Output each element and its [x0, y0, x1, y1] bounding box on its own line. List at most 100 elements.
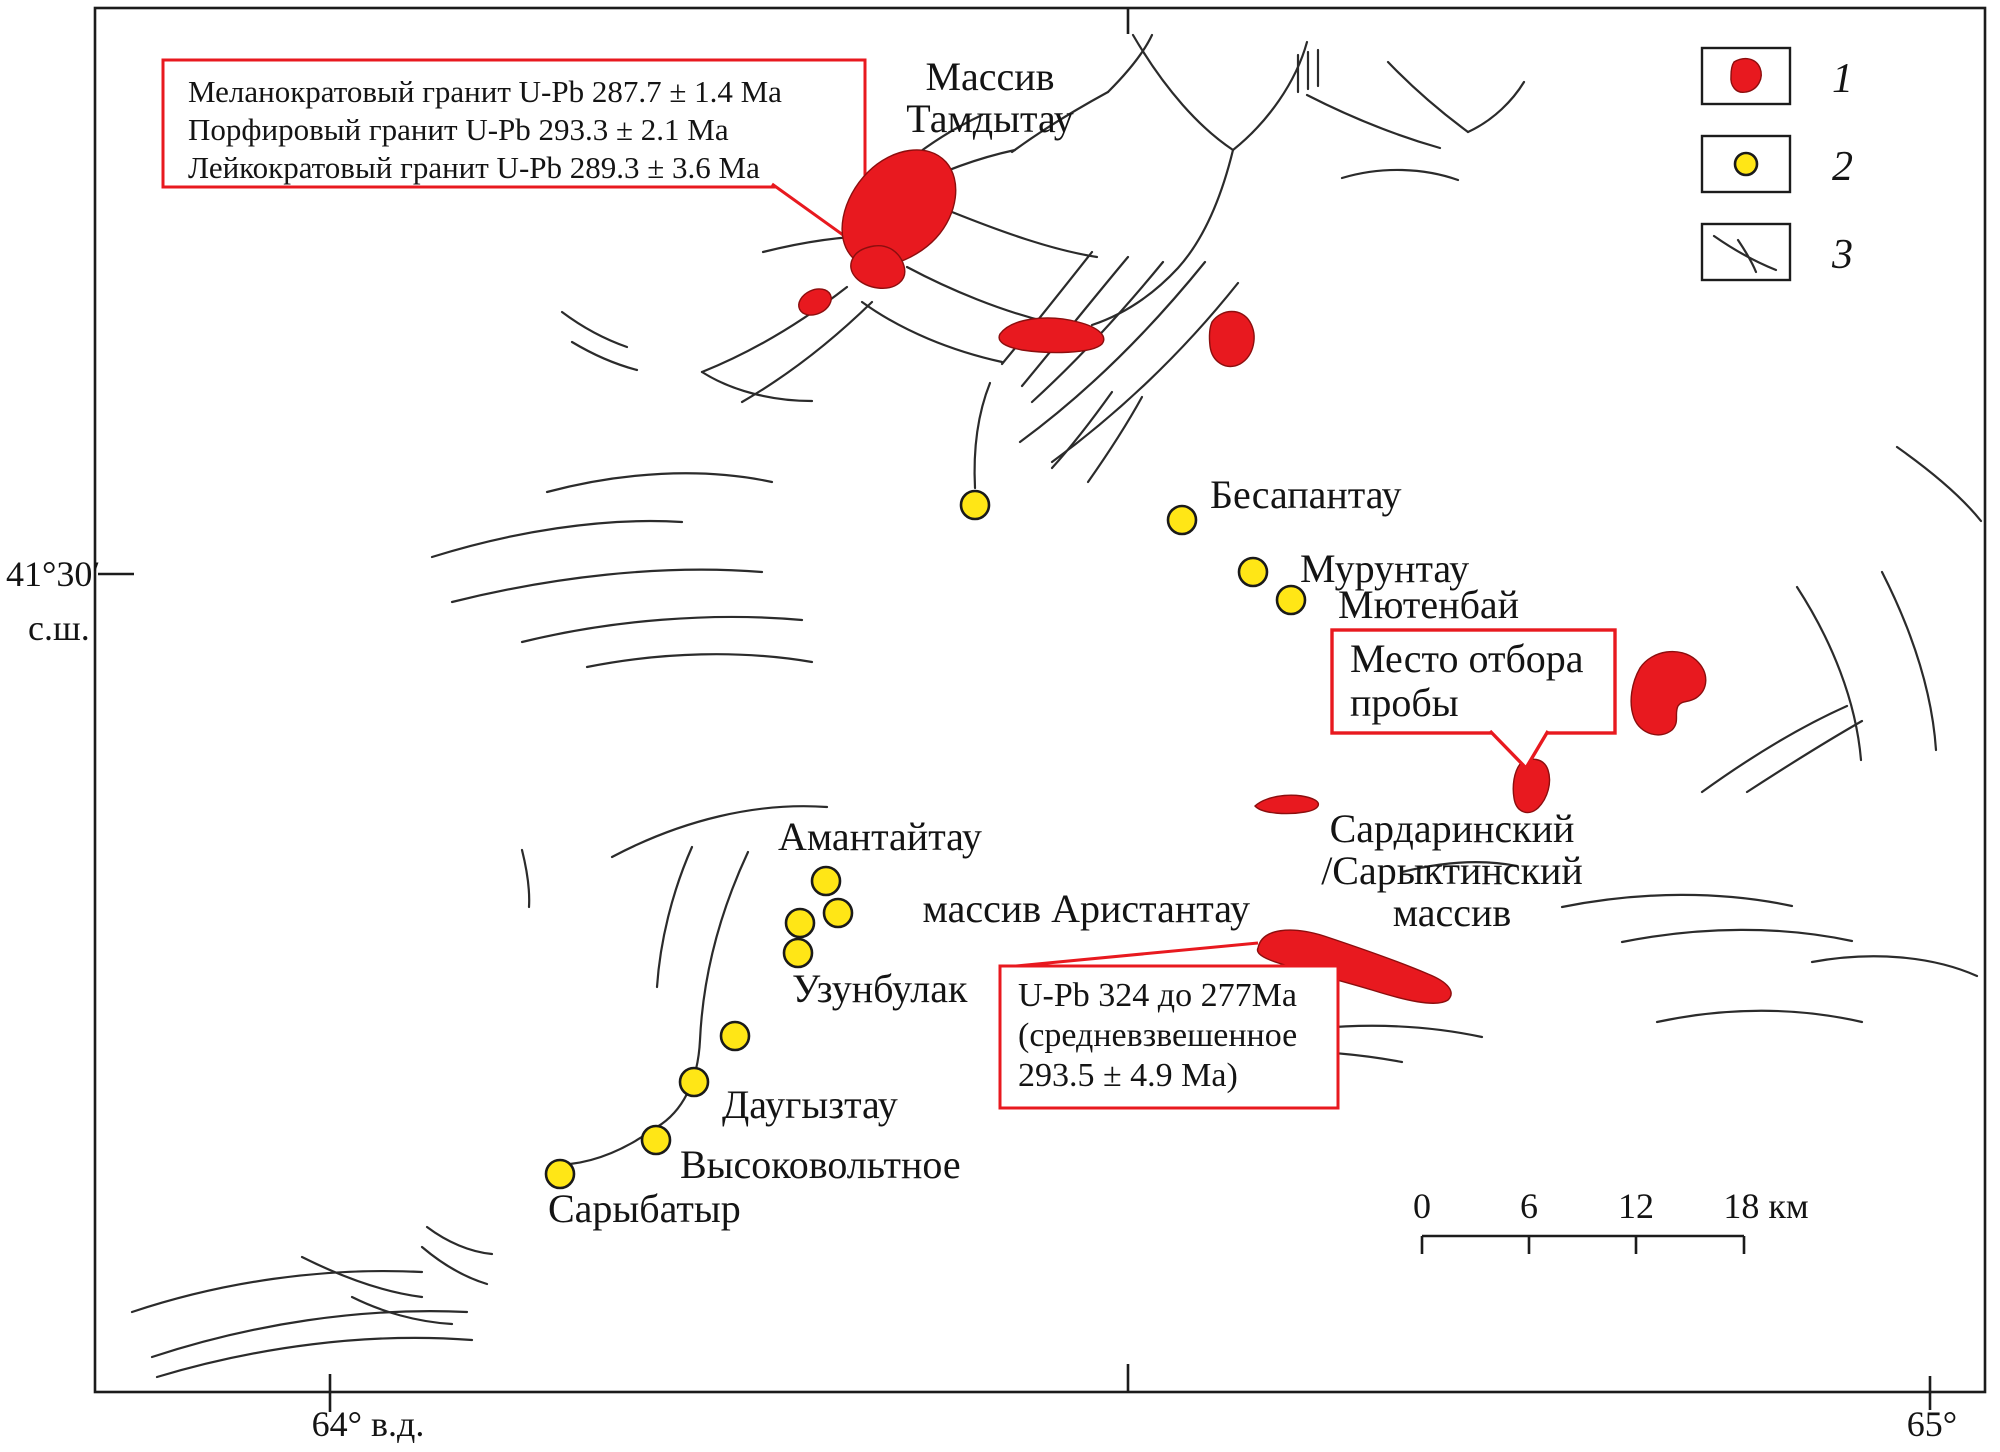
fault-line: [1400, 861, 1519, 874]
fault-line: [655, 845, 694, 989]
longitude-label-left: 64° в.д.: [312, 1404, 425, 1444]
fault-line: [1700, 704, 1849, 794]
label-amantaytau: Амантайтау: [778, 814, 982, 859]
coordinate-labels: 41°30′ с.ш. 64° в.д. 65°: [6, 554, 1957, 1444]
fault-line: [973, 381, 992, 490]
fault-line: [1305, 93, 1442, 150]
age-line-porphyritic: Порфировый гранит U-Pb 293.3 ± 2.1 Ма: [188, 112, 729, 147]
granite-massif-shape: [998, 317, 1105, 354]
fault-line: [130, 1269, 424, 1314]
deposit-marker-muruntau: [1237, 556, 1269, 588]
label-myutenbay: Мютенбай: [1338, 582, 1519, 627]
longitude-label-right: 65°: [1907, 1404, 1957, 1444]
callout-tail: [1488, 729, 1550, 771]
fault-line: [700, 370, 814, 403]
fault-line: [350, 1295, 454, 1326]
fault-line: [425, 1225, 494, 1256]
deposit-marker-daugyztau: [678, 1066, 710, 1098]
fault-line: [1000, 250, 1094, 366]
fault-line: [905, 265, 1049, 324]
granite-massif-shape: [1512, 758, 1551, 814]
fault-line: [1050, 281, 1240, 464]
legend-label-3: 3: [1831, 232, 1853, 278]
label-daugyztau: Даугызтау: [722, 1082, 898, 1127]
fault-line: [1386, 60, 1470, 134]
latitude-label: 41°30′: [6, 554, 100, 594]
aristantau-age-line1: U-Pb 324 до 277Ма: [1018, 977, 1297, 1014]
sample-site-label-line2: пробы: [1350, 680, 1459, 725]
granite-massifs: [798, 149, 1707, 1004]
callout-box: [998, 964, 1340, 1110]
granite-massif-shape: [841, 149, 957, 267]
scale-tick-label-0: 0: [1413, 1186, 1431, 1226]
fault-line: [1895, 445, 1983, 523]
fault-line: [1745, 719, 1864, 794]
aristantau-age-line3: 293.5 ± 4.9 Ма): [1018, 1057, 1238, 1094]
fault-line: [585, 653, 814, 669]
label-massiv-tamdytau-line1: Массив: [925, 54, 1054, 99]
granite-massif-shape: [850, 245, 906, 289]
fault-line: [1231, 40, 1309, 152]
fault-line: [740, 300, 874, 404]
deposit-marker-vysokovoltnoye: [640, 1124, 672, 1156]
label-massiv-aristantau: массив Аристантау: [923, 886, 1250, 931]
scale-tick-label-12: 12: [1618, 1186, 1654, 1226]
granite-legend-icon: [1730, 57, 1762, 93]
callout-leader-line: [1004, 941, 1259, 969]
fault-line: [520, 615, 804, 644]
fault-line: [1620, 928, 1854, 944]
fault-line: [1340, 168, 1460, 182]
granite-massif-shape: [1256, 929, 1452, 1004]
deposit-marker-myutenbay: [1275, 584, 1307, 616]
callout-box: [161, 58, 867, 189]
fault-line: [570, 340, 639, 372]
granite-massif-shape: [798, 288, 832, 316]
place-labels: Массив Тамдытау Бесапантау Мурунтау Мюте…: [548, 54, 1583, 1231]
deposit-marker-amantaytau: [810, 865, 842, 897]
fault-line: [1050, 390, 1114, 470]
fault-legend-icon: [1736, 238, 1758, 274]
fault-legend-icon: [1712, 234, 1778, 272]
fault-line: [610, 805, 829, 859]
label-muruntau: Мурунтау: [1300, 546, 1469, 591]
fault-line: [1106, 33, 1154, 94]
fault-line: [300, 1255, 424, 1299]
latitude-label-units: с.ш.: [28, 608, 90, 648]
fault-line: [950, 210, 1099, 259]
granite-massif-shape: [1630, 650, 1707, 736]
fault-line: [155, 1336, 474, 1379]
deposit-markers: [544, 489, 1307, 1190]
fault-line: [1795, 585, 1863, 762]
age-line-melanocratic: Меланократовый гранит U-Pb 287.7 ± 1.4 М…: [188, 74, 782, 109]
fault-line: [1880, 570, 1938, 752]
deposit-marker-sarybatyr: [544, 1158, 576, 1190]
label-sardarinsky-line1: Сардаринский: [1330, 806, 1575, 851]
fault-line: [1131, 33, 1235, 152]
fault-line: [420, 1245, 489, 1286]
deposit-marker: [719, 1020, 751, 1052]
fault-line: [150, 1310, 469, 1359]
label-uzunbulak: Узунбулак: [792, 966, 968, 1011]
fault-line: [430, 519, 684, 559]
legend-label-2: 2: [1832, 144, 1853, 190]
scale-tick-label-6: 6: [1520, 1186, 1538, 1226]
sample-site-label-line1: Место отбора: [1350, 636, 1584, 681]
aristantau-age-line2: (средневзвешенное: [1018, 1017, 1297, 1054]
deposit-legend-icon: [1733, 151, 1759, 177]
deposit-marker-besapantau: [1166, 504, 1198, 536]
label-besapantau: Бесапантау: [1210, 472, 1401, 517]
label-sardarinsky-line2: /Сарыктинский: [1321, 848, 1583, 893]
legend: 1 2 3: [1700, 46, 1853, 282]
label-sardarinsky-line3: массив: [1393, 890, 1512, 935]
fault-line: [560, 310, 629, 349]
fault-line: [1560, 893, 1794, 909]
map-border: [93, 6, 1987, 1394]
deposit-marker: [784, 907, 816, 939]
fault-line: [520, 848, 531, 909]
deposit-marker-uzunbulak: [782, 937, 814, 969]
label-sarybatyr: Сарыбатыр: [548, 1186, 741, 1231]
fault-line: [568, 1128, 654, 1166]
label-vysokovoltnoye: Высоковольтное: [680, 1142, 961, 1187]
deposit-marker: [959, 489, 991, 521]
